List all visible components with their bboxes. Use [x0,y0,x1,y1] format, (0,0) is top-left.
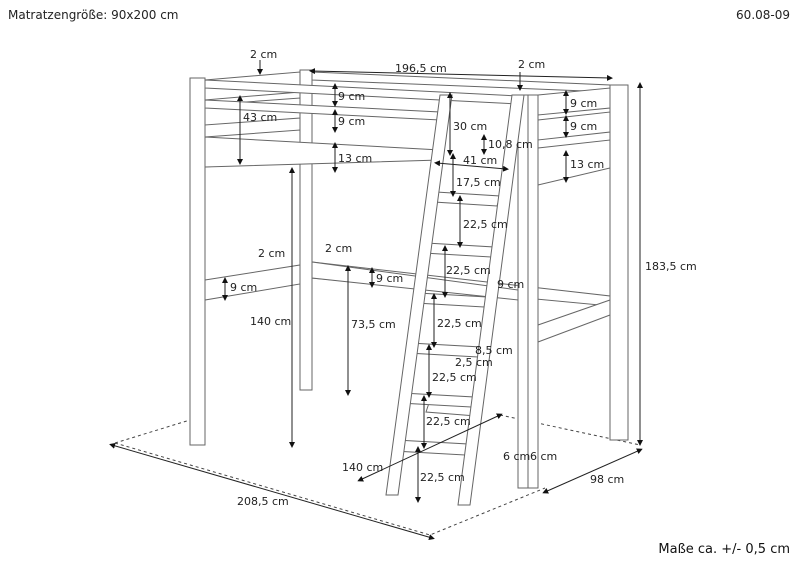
label-back-2cm: 2 cm [325,242,352,255]
label-rung-85: 8,5 cm [475,344,513,357]
label-back-9cm: 9 cm [376,272,403,285]
label-step3: 22,5 cm [437,317,482,330]
label-ladder-108: 10,8 cm [488,138,533,151]
label-post-6a: 6 cm [503,450,530,463]
mattress-size-title: Matratzengröße: 90x200 cm [8,8,179,22]
label-side-2cm: 2 cm [258,247,285,260]
dimension-lines [109,60,643,541]
label-right-rail1: 9 cm [570,97,597,110]
label-height-735: 73,5 cm [351,318,396,331]
label-rail2: 9 cm [338,115,365,128]
label-ladder-175: 17,5 cm [456,176,501,189]
label-rung-25: 2,5 cm [455,356,493,369]
label-top-2cm-right: 2 cm [518,58,545,71]
label-right-rail3: 13 cm [570,158,604,171]
product-code: 60.08-09 [736,8,790,22]
label-step2: 22,5 cm [446,264,491,277]
label-ladder-140: 140 cm [342,461,383,474]
label-ladder-41: 41 cm [463,154,497,167]
label-ladder-30: 30 cm [453,120,487,133]
label-step4: 22,5 cm [432,371,477,384]
label-width: 98 cm [590,473,624,486]
label-rail3: 13 cm [338,152,372,165]
label-step5: 22,5 cm [426,415,471,428]
label-right-rail2: 9 cm [570,120,597,133]
label-side-9cm: 9 cm [230,281,257,294]
label-length-top: 196,5 cm [395,62,447,75]
label-rail1: 9 cm [338,90,365,103]
label-guard-height: 43 cm [243,111,277,124]
label-step1: 22,5 cm [463,218,508,231]
label-total-height: 183,5 cm [645,260,697,273]
label-height-140: 140 cm [250,315,291,328]
dimension-labels: 2 cm 196,5 cm 2 cm 9 cm 9 cm 13 cm 43 cm… [230,48,697,508]
label-ladder-rail-9: 9 cm [497,278,524,291]
label-post-6b: 6 cm [530,450,557,463]
label-length-total: 208,5 cm [237,495,289,508]
label-step6: 22,5 cm [420,471,465,484]
tolerance-note: Maße ca. +/- 0,5 cm [658,542,790,557]
label-top-2cm-left: 2 cm [250,48,277,61]
bed-frame [189,69,629,489]
